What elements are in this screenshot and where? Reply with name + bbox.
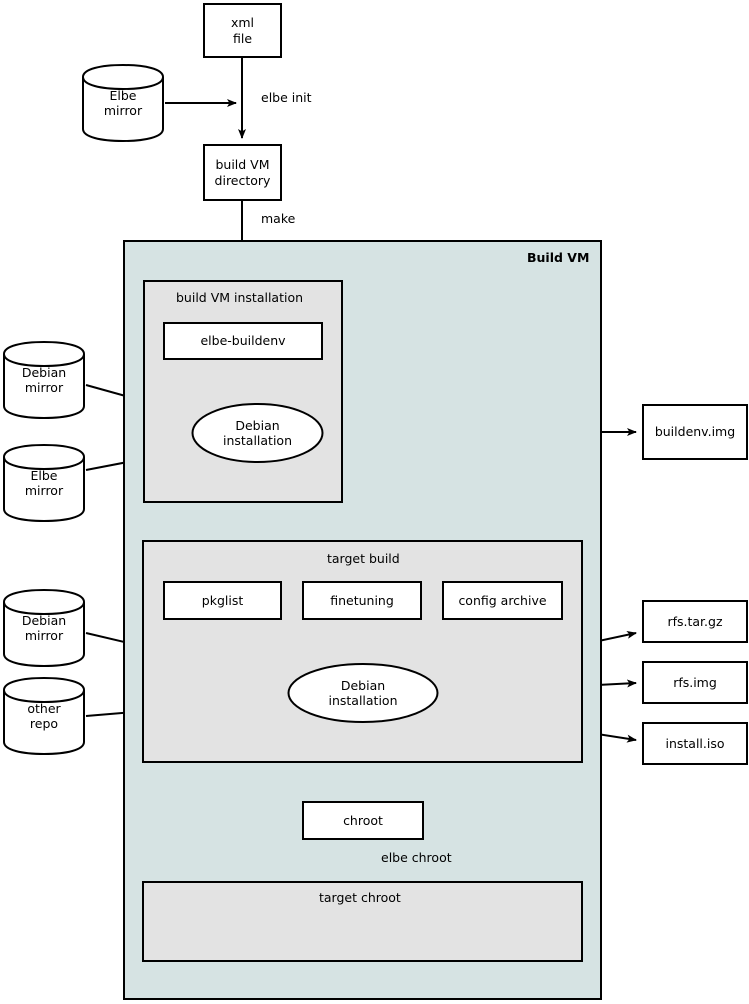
node-debian-mirror-upper[interactable]: Debian mirror [2,340,86,420]
node-finetuning[interactable]: finetuning [302,581,422,620]
node-pkglist[interactable]: pkglist [163,581,282,620]
region-build-vm-installation-title: build VM installation [176,290,304,305]
node-build-vm-directory-label: build VM directory [215,157,271,188]
node-xml-file-label: xml file [231,15,254,46]
node-debian-installation-target[interactable]: Debian installation [287,663,439,723]
region-target-build-title: target build [327,551,400,566]
node-other-repo[interactable]: other repo [2,676,86,756]
node-chroot-label: chroot [343,812,383,828]
node-debian-mirror-lower[interactable]: Debian mirror [2,588,86,668]
node-chroot[interactable]: chroot [302,801,424,840]
cylinder-shape [3,443,85,523]
node-config-archive[interactable]: config archive [442,581,563,620]
region-target-chroot-title: target chroot [319,890,401,905]
node-build-vm-directory-line1: build VM [215,157,270,173]
node-finetuning-label: finetuning [330,592,394,608]
node-buildenv-img[interactable]: buildenv.img [642,404,748,460]
cylinder-shape [3,588,85,668]
node-rfs-tar-gz-label: rfs.tar.gz [667,613,723,629]
node-install-iso-label: install.iso [665,735,725,751]
edge-label-make: make [261,211,296,226]
node-xml-file-line2: file [232,30,253,46]
node-build-vm-directory[interactable]: build VM directory [203,144,282,201]
node-buildenv-img-label: buildenv.img [654,424,736,440]
cylinder-shape [3,340,85,420]
region-build-vm-installation [143,280,343,503]
node-xml-file-line1: xml [230,15,255,31]
node-elbe-mirror-lower[interactable]: Elbe mirror [2,443,86,523]
node-rfs-tar-gz[interactable]: rfs.tar.gz [642,600,748,643]
node-pkglist-label: pkglist [201,592,244,608]
region-target-chroot [142,881,583,962]
ellipse-shape [191,403,324,463]
region-build-vm-title: Build VM [527,250,590,265]
edge-label-elbe-init: elbe init [261,90,312,105]
node-elbe-mirror-top[interactable]: Elbe mirror [81,63,165,143]
node-xml-file[interactable]: xml file [203,3,282,58]
node-install-iso[interactable]: install.iso [642,722,748,765]
cylinder-shape [3,676,85,756]
node-debian-installation-buildvm[interactable]: Debian installation [191,403,324,463]
node-elbe-buildenv-label: elbe-buildenv [200,333,286,349]
node-elbe-buildenv[interactable]: elbe-buildenv [163,322,323,360]
node-config-archive-label: config archive [458,592,547,608]
node-build-vm-directory-line2: directory [214,172,271,188]
edge-label-elbe-chroot: elbe chroot [381,850,452,865]
region-target-build [142,540,583,763]
ellipse-shape [287,663,439,723]
node-rfs-img[interactable]: rfs.img [642,661,748,704]
node-rfs-img-label: rfs.img [673,674,717,690]
cylinder-shape [82,63,164,143]
